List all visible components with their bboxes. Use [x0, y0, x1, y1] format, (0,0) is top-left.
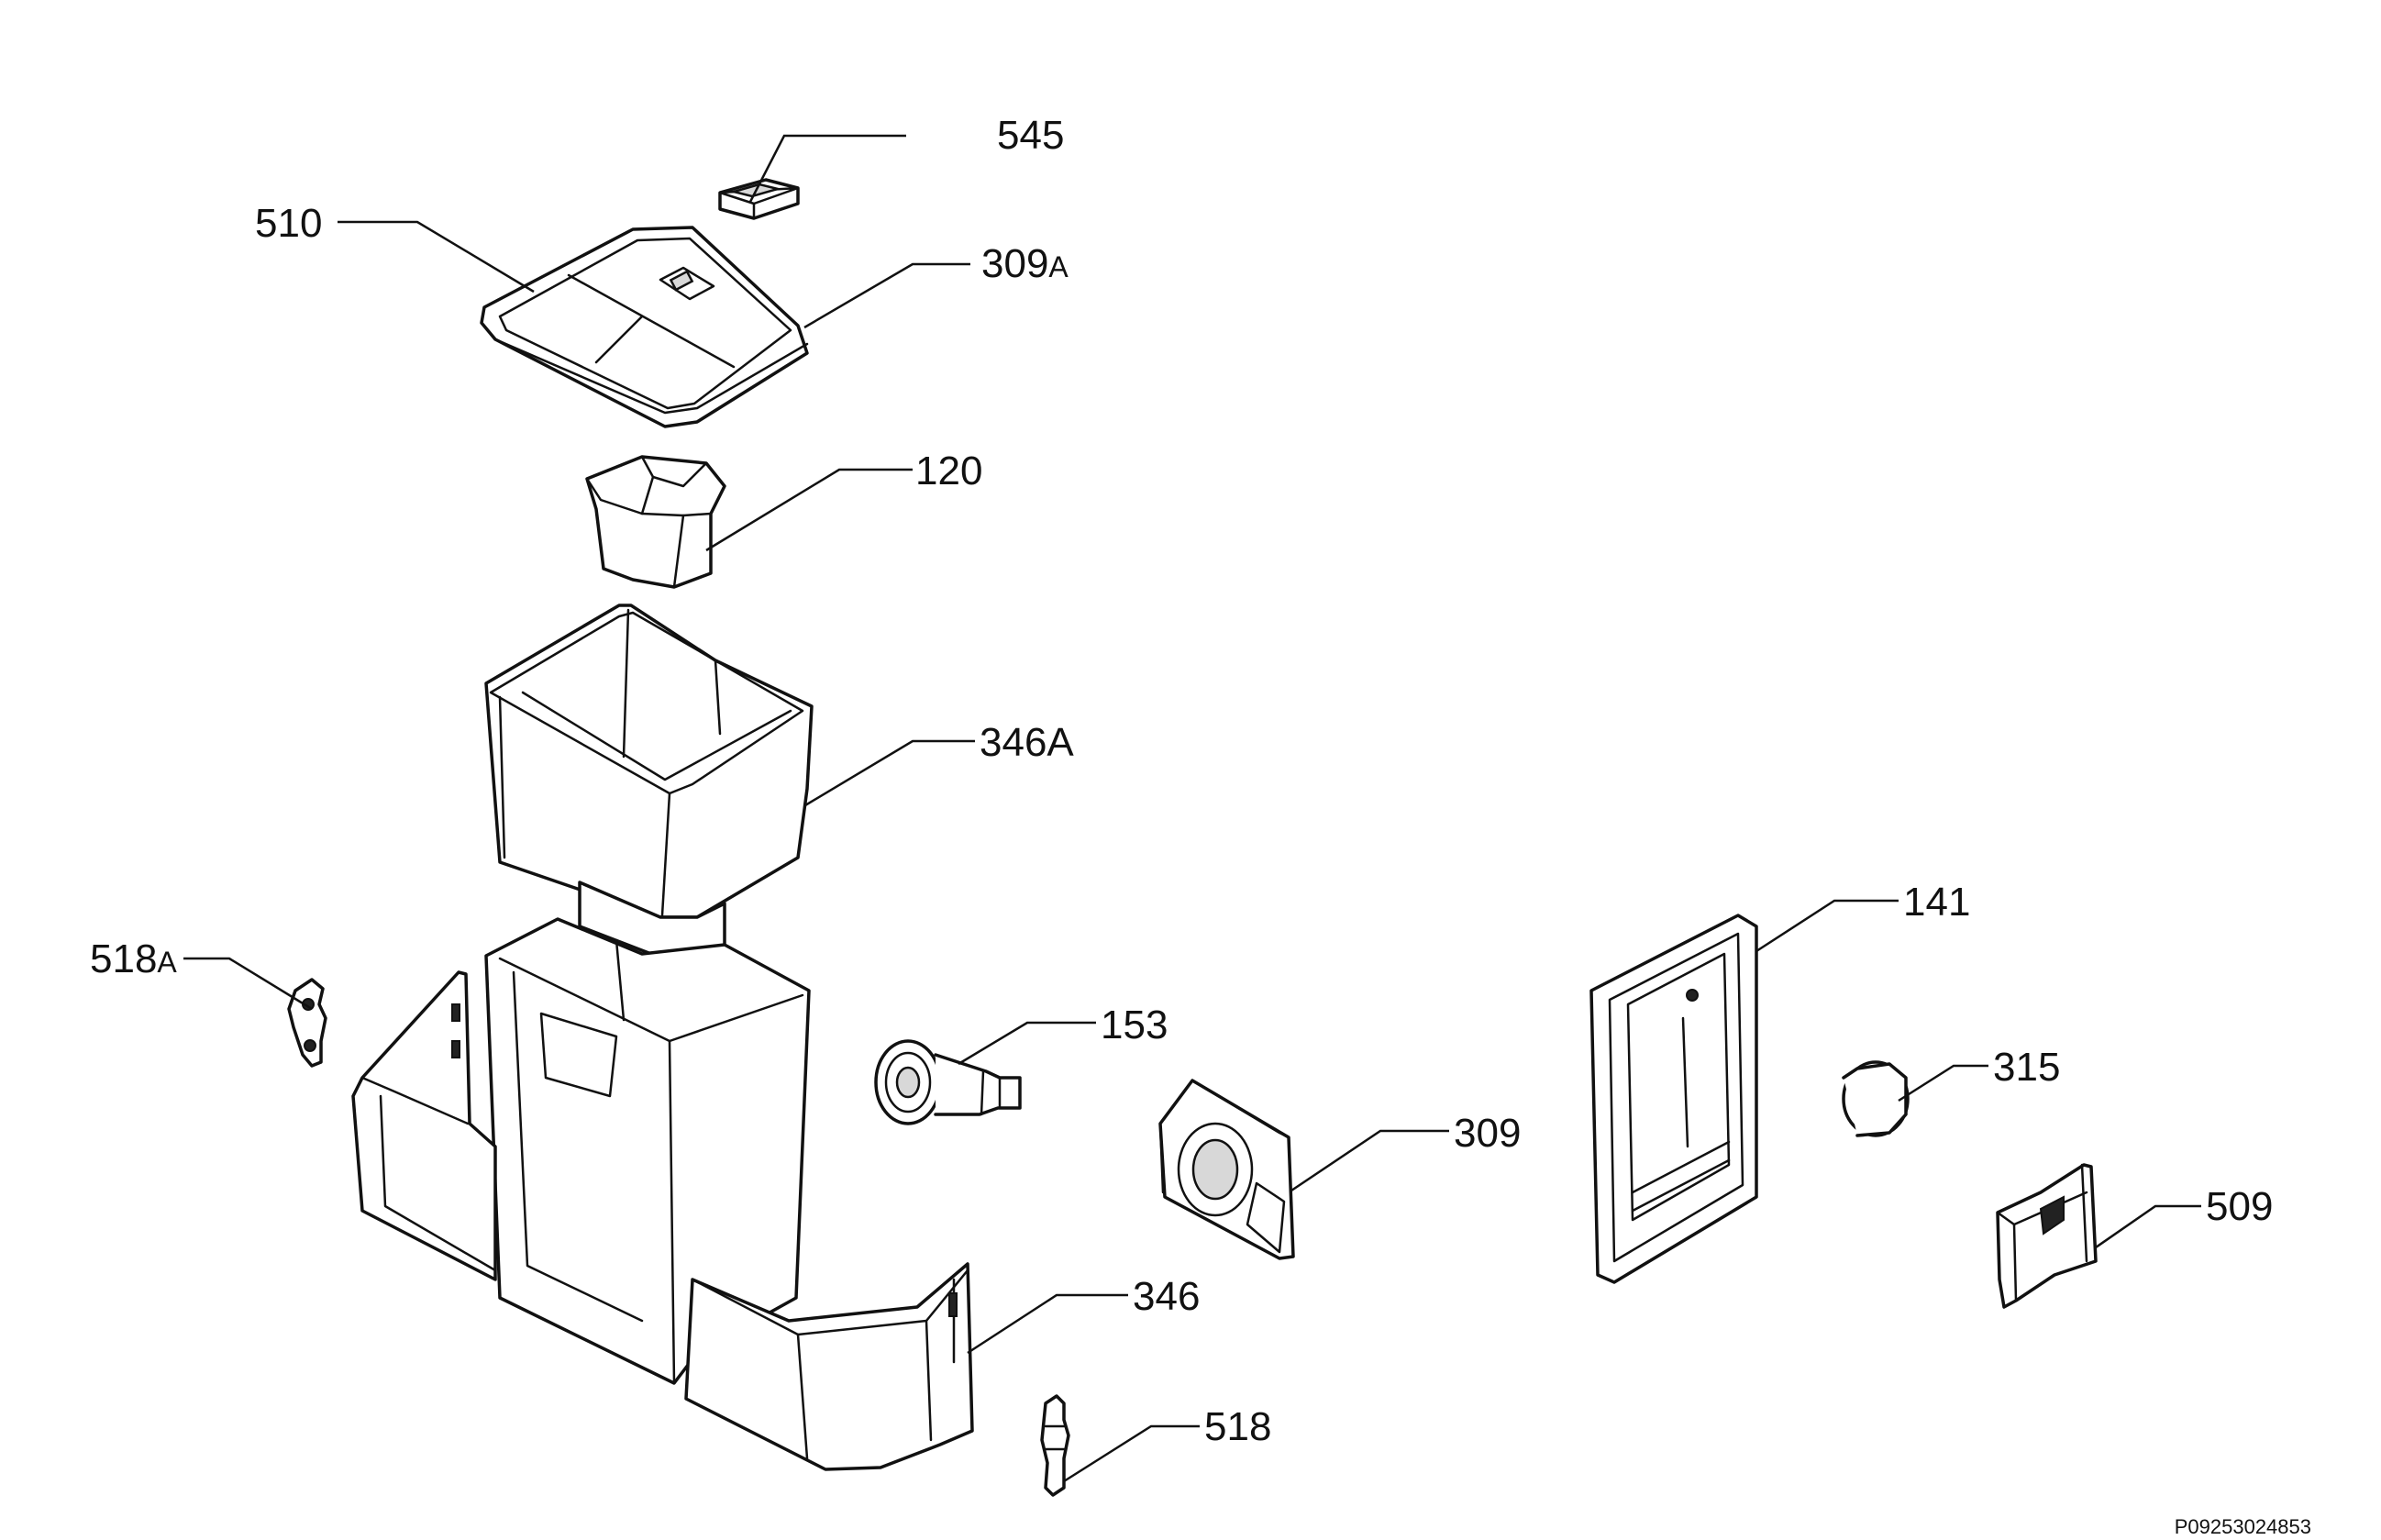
part-518-clip	[1040, 1394, 1070, 1497]
callout-153: 153	[1101, 1003, 1168, 1047]
callout-346: 346	[1133, 1274, 1200, 1319]
leader-141	[1755, 899, 1899, 953]
part-509-bracket	[1996, 1163, 2098, 1309]
leader-lines	[183, 134, 2201, 1483]
leader-346a	[804, 739, 975, 807]
callout-346a: 346A	[980, 720, 1074, 765]
leader-346	[967, 1293, 1128, 1355]
callout-120: 120	[915, 449, 982, 493]
leader-120	[705, 468, 913, 552]
part-346a-tank	[484, 604, 814, 963]
leader-510	[338, 220, 535, 294]
leader-509	[2095, 1204, 2201, 1249]
callout-309a: 309A	[981, 241, 1069, 286]
callout-545: 545	[997, 113, 1064, 158]
callout-309: 309	[1454, 1111, 1521, 1156]
part-153-nozzle	[874, 1039, 1022, 1125]
leader-518	[1063, 1424, 1200, 1483]
part-545-cap	[718, 178, 800, 220]
part-141-frame	[1589, 914, 1758, 1284]
callout-509: 509	[2206, 1184, 2273, 1229]
part-346-housing	[351, 917, 974, 1471]
callout-labels: 545 510 309A 120 346A 141 518A 153 315 3…	[90, 113, 2311, 1538]
callout-518a: 518A	[90, 936, 177, 981]
part-518a-clip	[287, 978, 327, 1068]
callout-315: 315	[1993, 1045, 2060, 1090]
callout-518: 518	[1204, 1404, 1271, 1449]
document-number: P09253024853	[2175, 1515, 2311, 1538]
leader-309	[1290, 1129, 1449, 1192]
callout-141: 141	[1903, 880, 1970, 925]
leader-315	[1898, 1064, 1988, 1102]
leader-518a	[183, 957, 313, 1011]
leader-309a	[803, 262, 970, 329]
leader-545	[748, 134, 906, 203]
part-309-lever-housing	[1158, 1079, 1295, 1260]
part-315-ring	[1842, 1060, 1910, 1137]
callout-510: 510	[255, 201, 322, 246]
part-120-filter	[585, 455, 726, 589]
part-510-lid	[480, 226, 809, 428]
leader-153	[958, 1021, 1096, 1066]
